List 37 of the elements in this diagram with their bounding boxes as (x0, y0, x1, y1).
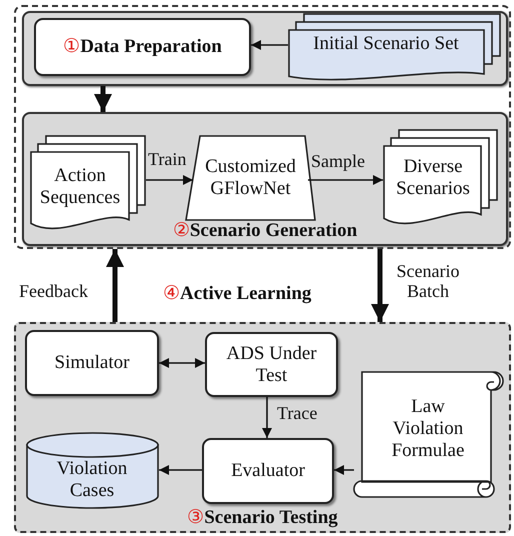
stage-label: ④Active Learning (163, 282, 312, 305)
node-label: Simulator (54, 351, 130, 376)
stage-panel (14, 322, 511, 533)
node-label: ADS Under Test (225, 342, 318, 388)
node-label: Action Sequences (38, 164, 122, 210)
arrow (159, 465, 202, 475)
edge-label: Sample (310, 152, 366, 172)
scroll-shape (354, 370, 506, 498)
database-cylinder (26, 432, 159, 509)
arrow (334, 465, 354, 475)
arrow (308, 175, 383, 185)
node-label: Initial Scenario Set (312, 32, 460, 56)
stage-title: ②Scenario Generation (172, 220, 358, 242)
node-label: Violation Cases (56, 456, 128, 502)
node-label: Diverse Scenarios (395, 155, 471, 201)
document-stack (383, 130, 498, 226)
stage-title: ③Scenario Testing (186, 507, 339, 529)
arrow (251, 40, 288, 50)
block-arrow (106, 249, 124, 322)
block-arrow (371, 249, 389, 322)
stage-title-box (34, 18, 251, 76)
node-label: Evaluator (230, 459, 306, 484)
block-arrow (94, 86, 112, 112)
document-stack (288, 14, 501, 82)
stage-panel (22, 11, 508, 86)
stage-title: ①Data Preparation (62, 35, 223, 60)
arrow (262, 397, 272, 438)
process-box (202, 438, 334, 504)
process-box (205, 332, 338, 397)
dashed-frame (14, 5, 511, 249)
stage-panel (22, 112, 508, 246)
arrow (159, 358, 205, 368)
arrow (146, 175, 193, 185)
document-stack (30, 136, 146, 231)
node-label: Law Violation Formulae (390, 395, 466, 463)
process-box (25, 330, 159, 396)
node-label: Customized GFlowNet (204, 155, 297, 201)
